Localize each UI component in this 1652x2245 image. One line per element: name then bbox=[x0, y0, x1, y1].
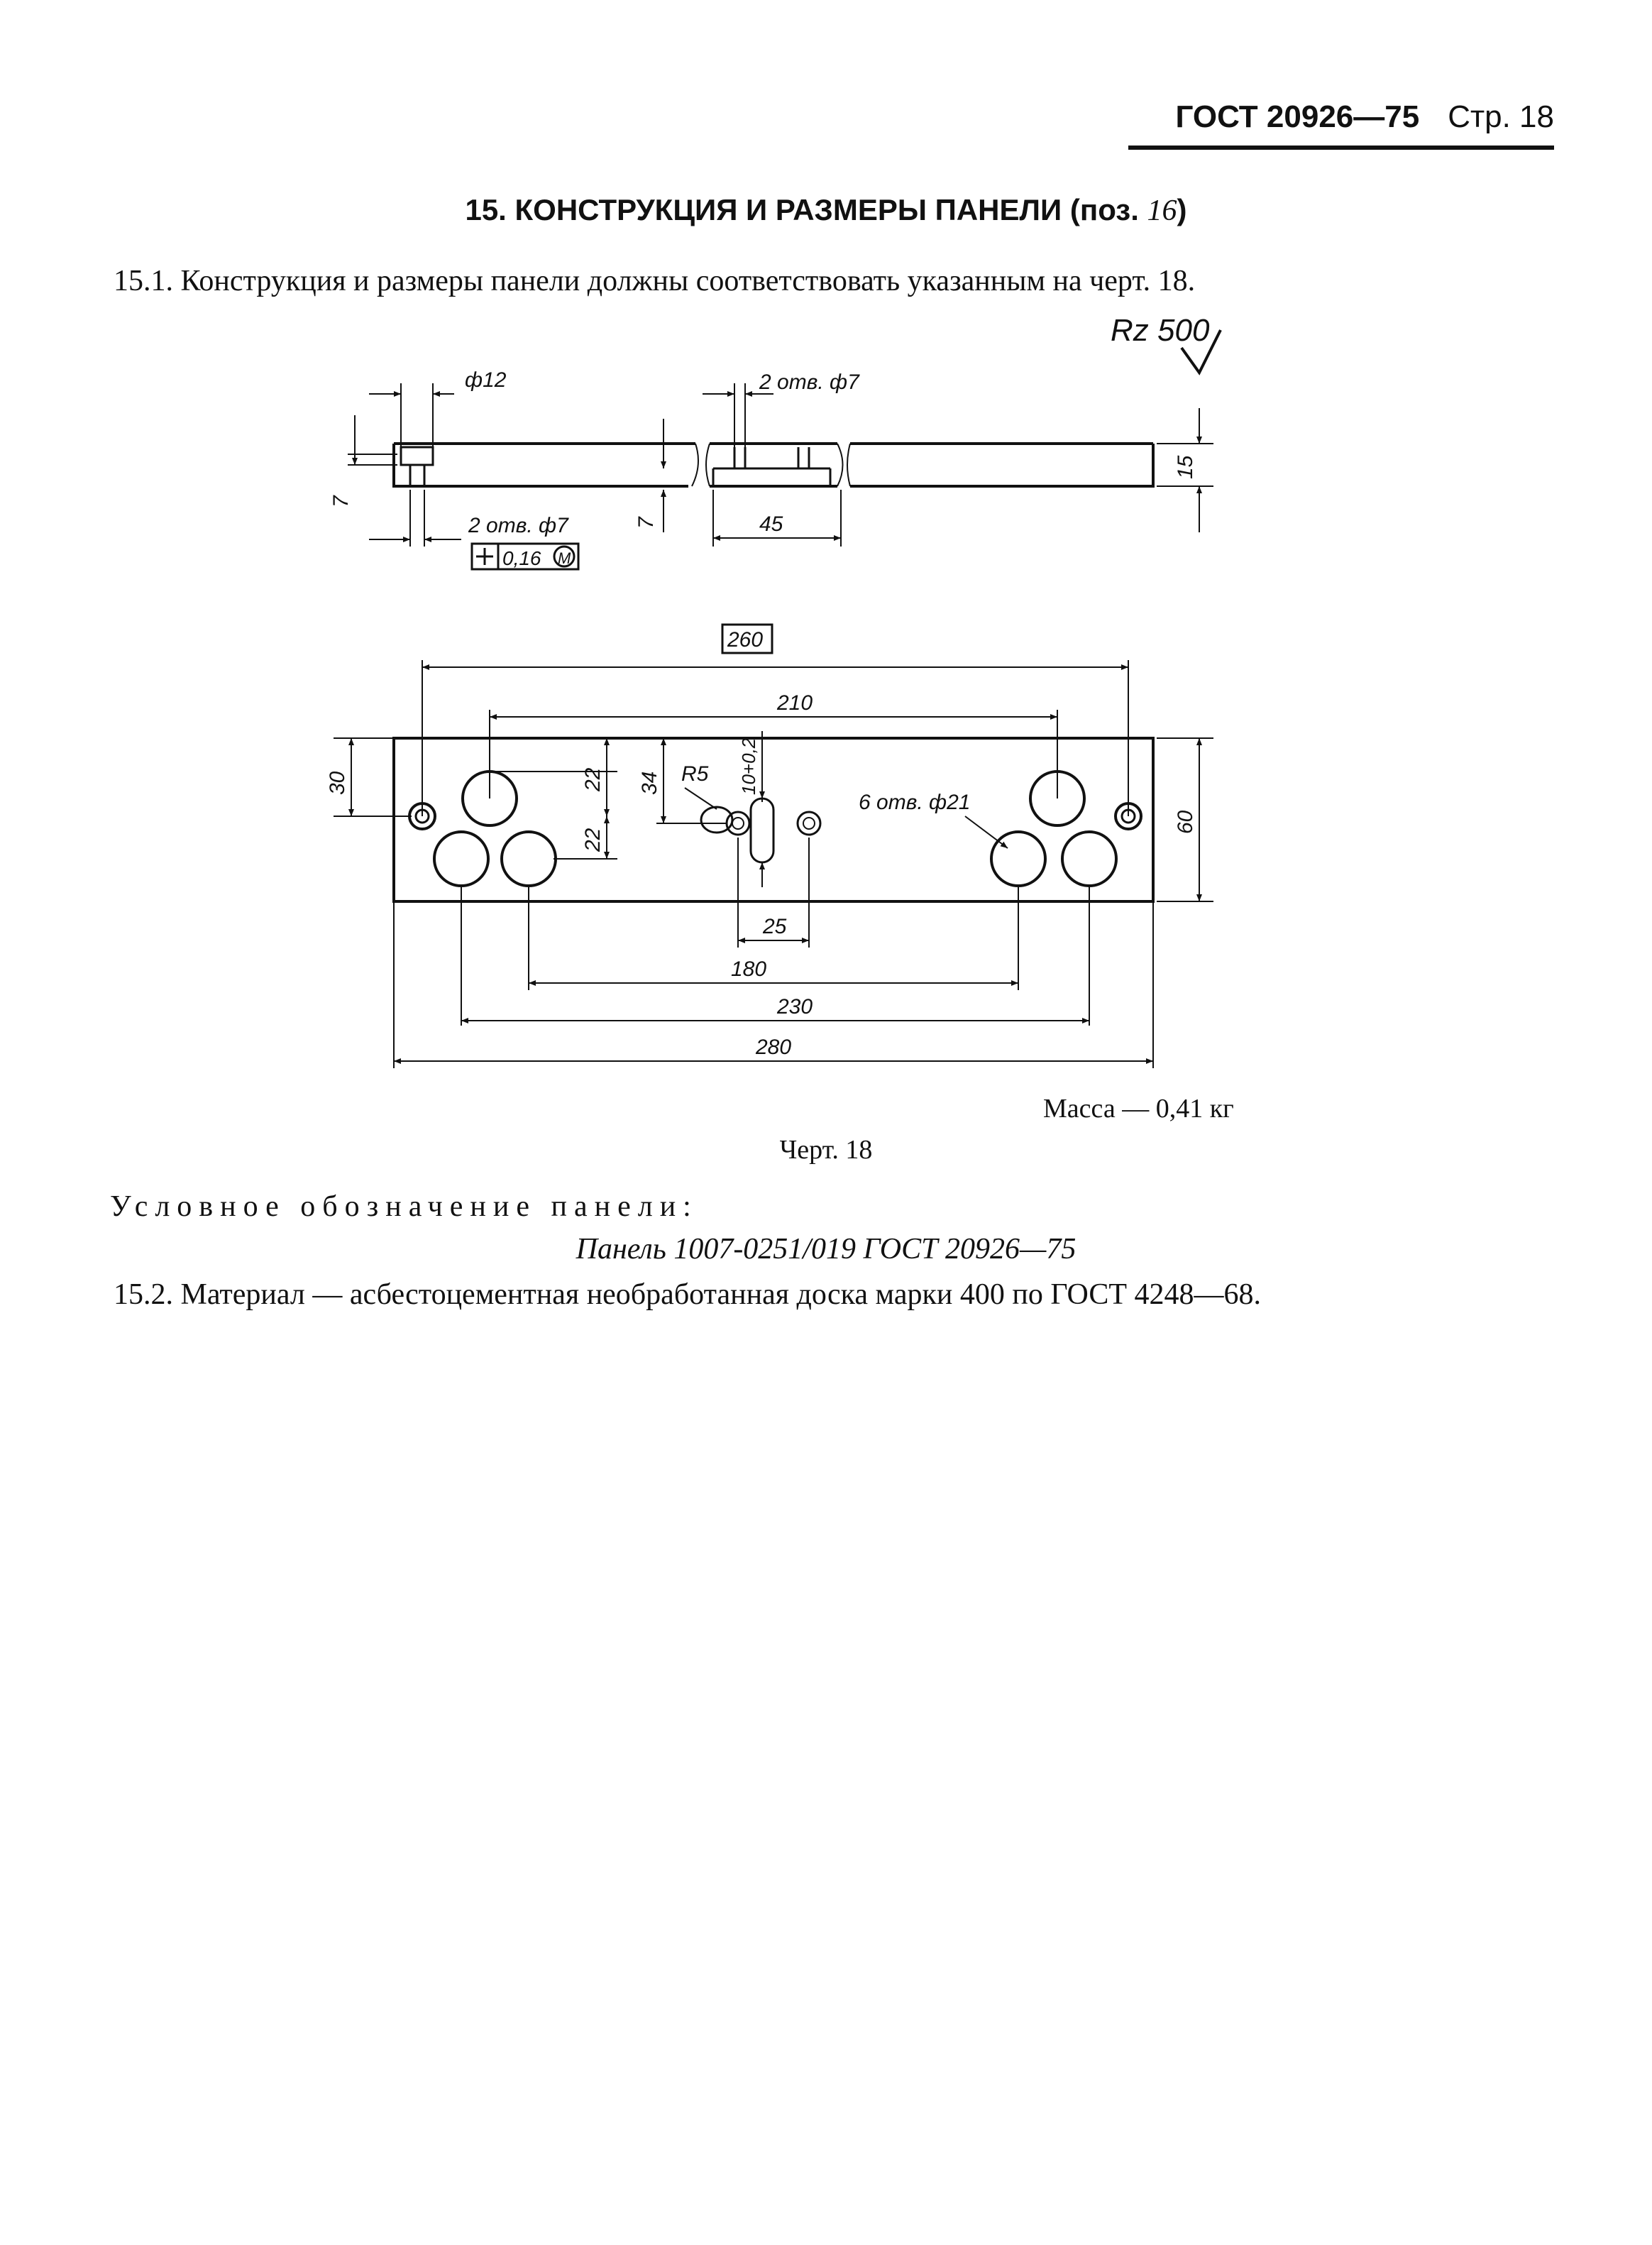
dim-260: 260 bbox=[727, 628, 763, 652]
dim-60: 60 bbox=[1174, 810, 1197, 834]
dim-45: 45 bbox=[759, 512, 783, 536]
header-rule bbox=[1128, 146, 1554, 150]
dim-210: 210 bbox=[776, 691, 813, 715]
side-view bbox=[392, 442, 1155, 488]
dim-180: 180 bbox=[731, 957, 766, 981]
mass-note: Масса — 0,41 кг bbox=[1043, 1094, 1234, 1124]
tolerance-modifier: M bbox=[558, 549, 571, 567]
dim-depth-mid: 7 bbox=[634, 516, 658, 529]
roughness-symbol: Rz 500 bbox=[1111, 313, 1222, 375]
designation-label: Условное обозначение панели: bbox=[110, 1190, 698, 1223]
dim-22-lower: 22 bbox=[581, 828, 605, 852]
standard-number: ГОСТ 20926—75 bbox=[1175, 99, 1420, 134]
dim-depth-left: 7 bbox=[329, 495, 353, 507]
section-title-text: 15. КОНСТРУКЦИЯ И РАЗМЕРЫ ПАНЕЛИ (поз. bbox=[465, 193, 1139, 226]
page-header: ГОСТ 20926—75 Стр. 18 bbox=[1107, 99, 1554, 149]
dim-slot: 10+0,2 bbox=[738, 737, 759, 795]
tolerance-value: 0,16 bbox=[502, 547, 541, 569]
dim-22-upper: 22 bbox=[581, 767, 605, 792]
dim-holes-bottom: 2 отв. ф7 bbox=[468, 514, 569, 537]
dim-25: 25 bbox=[762, 915, 787, 938]
dim-hole-dia: ф12 bbox=[465, 368, 507, 392]
plan-view bbox=[392, 737, 1155, 903]
dim-holes-top: 2 отв. ф7 bbox=[759, 370, 860, 394]
section-pos: 16 bbox=[1147, 194, 1177, 227]
section-title-close: ) bbox=[1177, 193, 1187, 226]
dim-holes-21: 6 отв. ф21 bbox=[859, 791, 970, 814]
paragraph-15-2: 15.2. Материал — асбестоцементная необра… bbox=[114, 1278, 1262, 1311]
dim-34: 34 bbox=[638, 772, 661, 795]
side-view-dimensions bbox=[348, 383, 1213, 547]
figure-caption: Черт. 18 bbox=[779, 1135, 873, 1165]
designation-value: Панель 1007-0251/019 ГОСТ 20926—75 bbox=[576, 1233, 1076, 1266]
dim-230: 230 bbox=[776, 995, 813, 1019]
roughness-label: Rz 500 bbox=[1111, 313, 1210, 348]
page-number: Стр. 18 bbox=[1448, 99, 1554, 134]
ref-length-box: 260 bbox=[721, 623, 773, 654]
section-title: 15. КОНСТРУКЦИЯ И РАЗМЕРЫ ПАНЕЛИ (поз. 1… bbox=[0, 193, 1652, 228]
dim-280: 280 bbox=[755, 1036, 791, 1059]
tolerance-frame: 0,16 M bbox=[470, 542, 580, 571]
plan-view-dimensions bbox=[334, 660, 1213, 1068]
dim-radius: R5 bbox=[681, 762, 709, 786]
dim-thickness: 15 bbox=[1174, 455, 1197, 479]
dim-30: 30 bbox=[326, 771, 349, 795]
paragraph-15-1: 15.1. Конструкция и размеры панели должн… bbox=[114, 265, 1196, 297]
technical-drawing: Rz 500 bbox=[326, 313, 1222, 1068]
